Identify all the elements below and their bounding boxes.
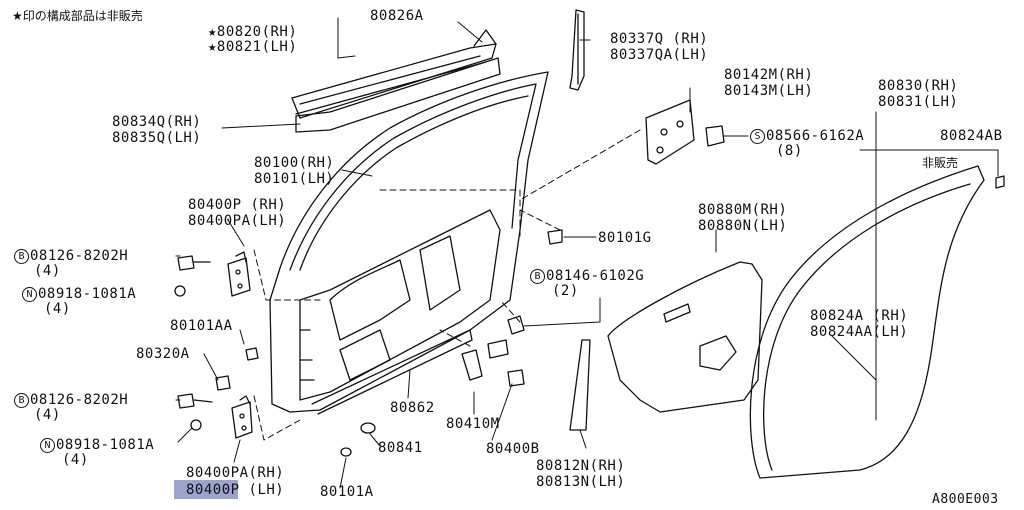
qty-08126-upper: (4) (34, 263, 61, 279)
part-label-80813n-lh[interactable]: 80813N(LH) (536, 474, 626, 490)
part-label-80320a[interactable]: 80320A (136, 346, 190, 362)
part-label-80142m-rh[interactable]: 80142M(RH) (724, 67, 814, 83)
diagram-code: A800E003 (932, 492, 999, 507)
part-label-80812n-rh[interactable]: 80812N(RH) (536, 458, 626, 474)
part-label-80862[interactable]: 80862 (390, 400, 435, 416)
part-label-80820-rh[interactable]: ★80820(RH) (208, 24, 298, 40)
part-label-80400p-rh[interactable]: 80400P (RH) (188, 197, 287, 213)
not-sold-label: 非販売 (922, 156, 959, 170)
part-label-80101g[interactable]: 80101G (598, 230, 652, 246)
qty-08146: (2) (552, 283, 579, 299)
part-label-80824ab[interactable]: 80824AB (940, 128, 1003, 144)
lower-hinge-shape (231, 395, 253, 439)
screw-symbol: S (750, 129, 765, 144)
qty-08918-upper: (4) (44, 301, 71, 317)
bolt-symbol: B (530, 269, 545, 284)
part-label-80824a-rh[interactable]: 80824A (RH) (810, 308, 909, 324)
part-label-80831-lh[interactable]: 80831(LH) (878, 94, 959, 110)
nut-symbol: N (40, 438, 55, 453)
part-label-80400p-lh[interactable]: 80400P (LH) (186, 482, 285, 498)
part-label-80841[interactable]: 80841 (378, 440, 423, 456)
bolt-symbol: B (14, 393, 29, 408)
part-label-80337q-rh[interactable]: 80337Q (RH) (610, 31, 709, 47)
leader-lines (175, 17, 999, 489)
part-label-80100-rh[interactable]: 80100(RH) (254, 155, 335, 171)
part-label-80880n-lh[interactable]: 80880N(LH) (698, 218, 788, 234)
glass-run-shape (569, 339, 591, 431)
upper-hinge-shape (227, 251, 251, 297)
inner-weatherstrip-shape (295, 57, 501, 133)
sash-pillar-shape (569, 9, 585, 91)
part-label-80400b[interactable]: 80400B (486, 441, 540, 457)
bracket-shape (645, 99, 725, 165)
part-label-80410m[interactable]: 80410M (446, 416, 500, 432)
door-shell-shape (269, 71, 549, 415)
part-label-80880m-rh[interactable]: 80880M(RH) (698, 202, 788, 218)
assembly-dashed-lines (253, 129, 641, 441)
non-sale-note: ★印の構成部品は非販売 (12, 9, 143, 23)
part-label-80400pa-rh[interactable]: 80400PA(RH) (186, 465, 285, 481)
part-label-80826a[interactable]: 80826A (370, 8, 424, 24)
part-label-80830-rh[interactable]: 80830(RH) (878, 78, 959, 94)
bolt-symbol: B (14, 249, 29, 264)
part-label-80101aa[interactable]: 80101AA (170, 318, 233, 334)
part-label-80101a[interactable]: 80101A (320, 484, 374, 500)
door-weatherstrip-shape (749, 165, 985, 479)
part-label-80834q-rh[interactable]: 80834Q(RH) (112, 114, 202, 130)
highlight-box (174, 480, 238, 499)
qty-08566: (8) (776, 143, 803, 159)
highlighted-part-number: 80400 (186, 482, 231, 498)
part-label-80101-lh[interactable]: 80101(LH) (254, 171, 335, 187)
part-label-80337qa-lh[interactable]: 80337QA(LH) (610, 47, 709, 63)
hinge-bolts-shape (174, 255, 259, 431)
part-label-80835q-lh[interactable]: 80835Q(LH) (112, 130, 202, 146)
belt-moulding-shape (291, 29, 497, 119)
part-label-80400pa-lh[interactable]: 80400PA(LH) (188, 213, 287, 229)
qty-08918-lower: (4) (62, 452, 89, 468)
qty-08126-lower: (4) (34, 407, 61, 423)
nut-symbol: N (22, 287, 37, 302)
part-label-80824aa-lh[interactable]: 80824AA(LH) (810, 324, 909, 340)
part-label-80143m-lh[interactable]: 80143M(LH) (724, 83, 814, 99)
part-label-80821-lh[interactable]: ★80821(LH) (208, 39, 298, 55)
trim-cover-shape (607, 261, 763, 413)
